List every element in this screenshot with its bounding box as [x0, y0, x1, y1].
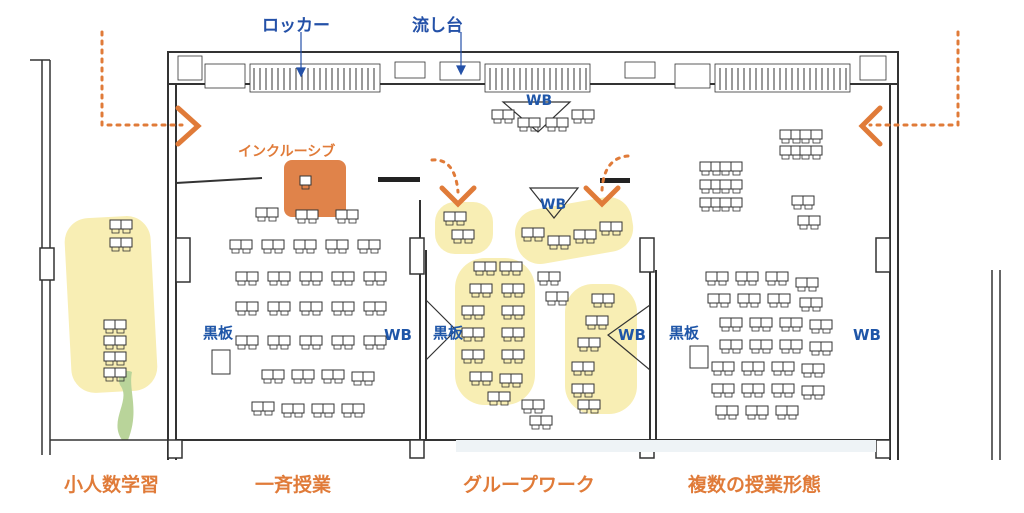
zone-label-small-group: 小人数学習 [64, 474, 160, 496]
zone-small-group [64, 216, 158, 393]
window-strip [456, 440, 876, 452]
partition-bar-1 [378, 177, 420, 182]
label-blackboard-3: 黒板 [669, 324, 700, 342]
label-locker: ロッカー [262, 16, 330, 36]
zone-label-group-work: グループワーク [463, 474, 595, 496]
label-sink: 流し台 [412, 16, 463, 36]
zone-group-right-col [565, 284, 637, 414]
whiteboards [425, 101, 651, 371]
zone-label-multiple-styles: 複数の授業形態 [688, 474, 822, 496]
entry-arrows [100, 30, 960, 208]
desks-simultaneous [211, 208, 386, 417]
label-inclusive: インクルーシブ [238, 144, 336, 160]
inclusive-room [284, 160, 346, 217]
zone-label-simultaneous: 一斉授業 [255, 474, 332, 496]
label-wb-mid: WB [540, 197, 567, 213]
label-blackboard-1: 黒板 [203, 324, 234, 342]
label-wb-top: WB [526, 93, 553, 109]
zone-group-a [435, 202, 493, 254]
highlight-zones [64, 196, 637, 414]
leaf-icon [117, 370, 134, 440]
label-wb-right-group: WB [618, 326, 646, 344]
desks-multiple-styles [689, 130, 832, 419]
outer-walls [30, 59, 1001, 460]
label-wb-1: WB [384, 326, 412, 344]
label-wb-far-right: WB [853, 326, 881, 344]
pointer-lines [296, 32, 466, 78]
locker-slats [253, 68, 847, 90]
label-blackboard-2: 黒板 [433, 324, 464, 342]
partition-bar-2 [600, 178, 630, 183]
